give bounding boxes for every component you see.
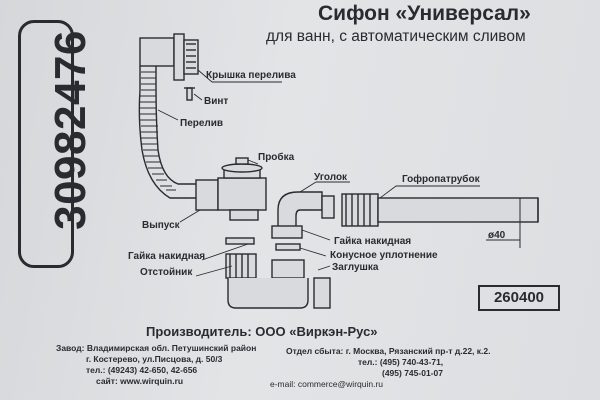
sales-phone-1: тел.: (495) 740-43-71, [358,357,444,367]
label-union-nut-right: Гайка накидная [334,236,412,247]
label-stopper: Заглушка [332,262,379,273]
label-screw: Винт [204,96,229,107]
product-title: Сифон «Универсал» [318,2,531,25]
overflow-cap-drawing [139,33,199,81]
factory-site: сайт: www.wirquin.ru [96,376,184,386]
model-number: 260400 [478,285,560,311]
label-union-nut-left: Гайка накидная [128,251,206,262]
sales-address: Отдел сбыта: г. Москва, Рязанский пр-т д… [286,346,491,356]
factory-phone: тел.: (49243) 42-650, 42-656 [86,365,198,375]
diameter-dimension [486,198,521,248]
label-elbow: Уголок [314,172,348,183]
screw-drawing [184,87,195,101]
label-conical-seal: Конусное уплотнение [330,250,438,261]
overflow-hose-drawing [138,66,210,199]
sales-phone-2: (495) 745-01-07 [382,368,443,378]
factory-address-line1: Завод: Владимирская обл. Петушинский рай… [56,343,257,353]
label-outlet: Выпуск [142,220,180,231]
sales-email: e-mail: commerce@wirquin.ru [270,379,384,389]
manufacturer: Производитель: ООО «Виркэн-Рус» [146,324,378,339]
plug-drawing [221,157,263,173]
label-diameter: ø40 [488,230,506,241]
factory-address-line2: г. Костерево, ул.Писцова, д. 50/3 [86,354,223,364]
label-overflow-cap: Крышка перелива [206,70,296,81]
label-settler: Отстойник [140,267,193,278]
label-plug: Пробка [258,152,295,163]
label-corrugated-pipe: Гофропатрубок [402,174,480,185]
product-subtitle: для ванн, с автоматическим сливом [266,28,526,45]
label-overflow: Перелив [180,118,224,129]
corrugated-pipe-drawing [341,193,539,227]
elbow-drawing [277,191,335,233]
outlet-drawing [195,167,267,221]
settler-drawing [225,253,331,309]
article-code-frame [18,20,74,268]
union-nut-right-drawing [225,225,303,251]
